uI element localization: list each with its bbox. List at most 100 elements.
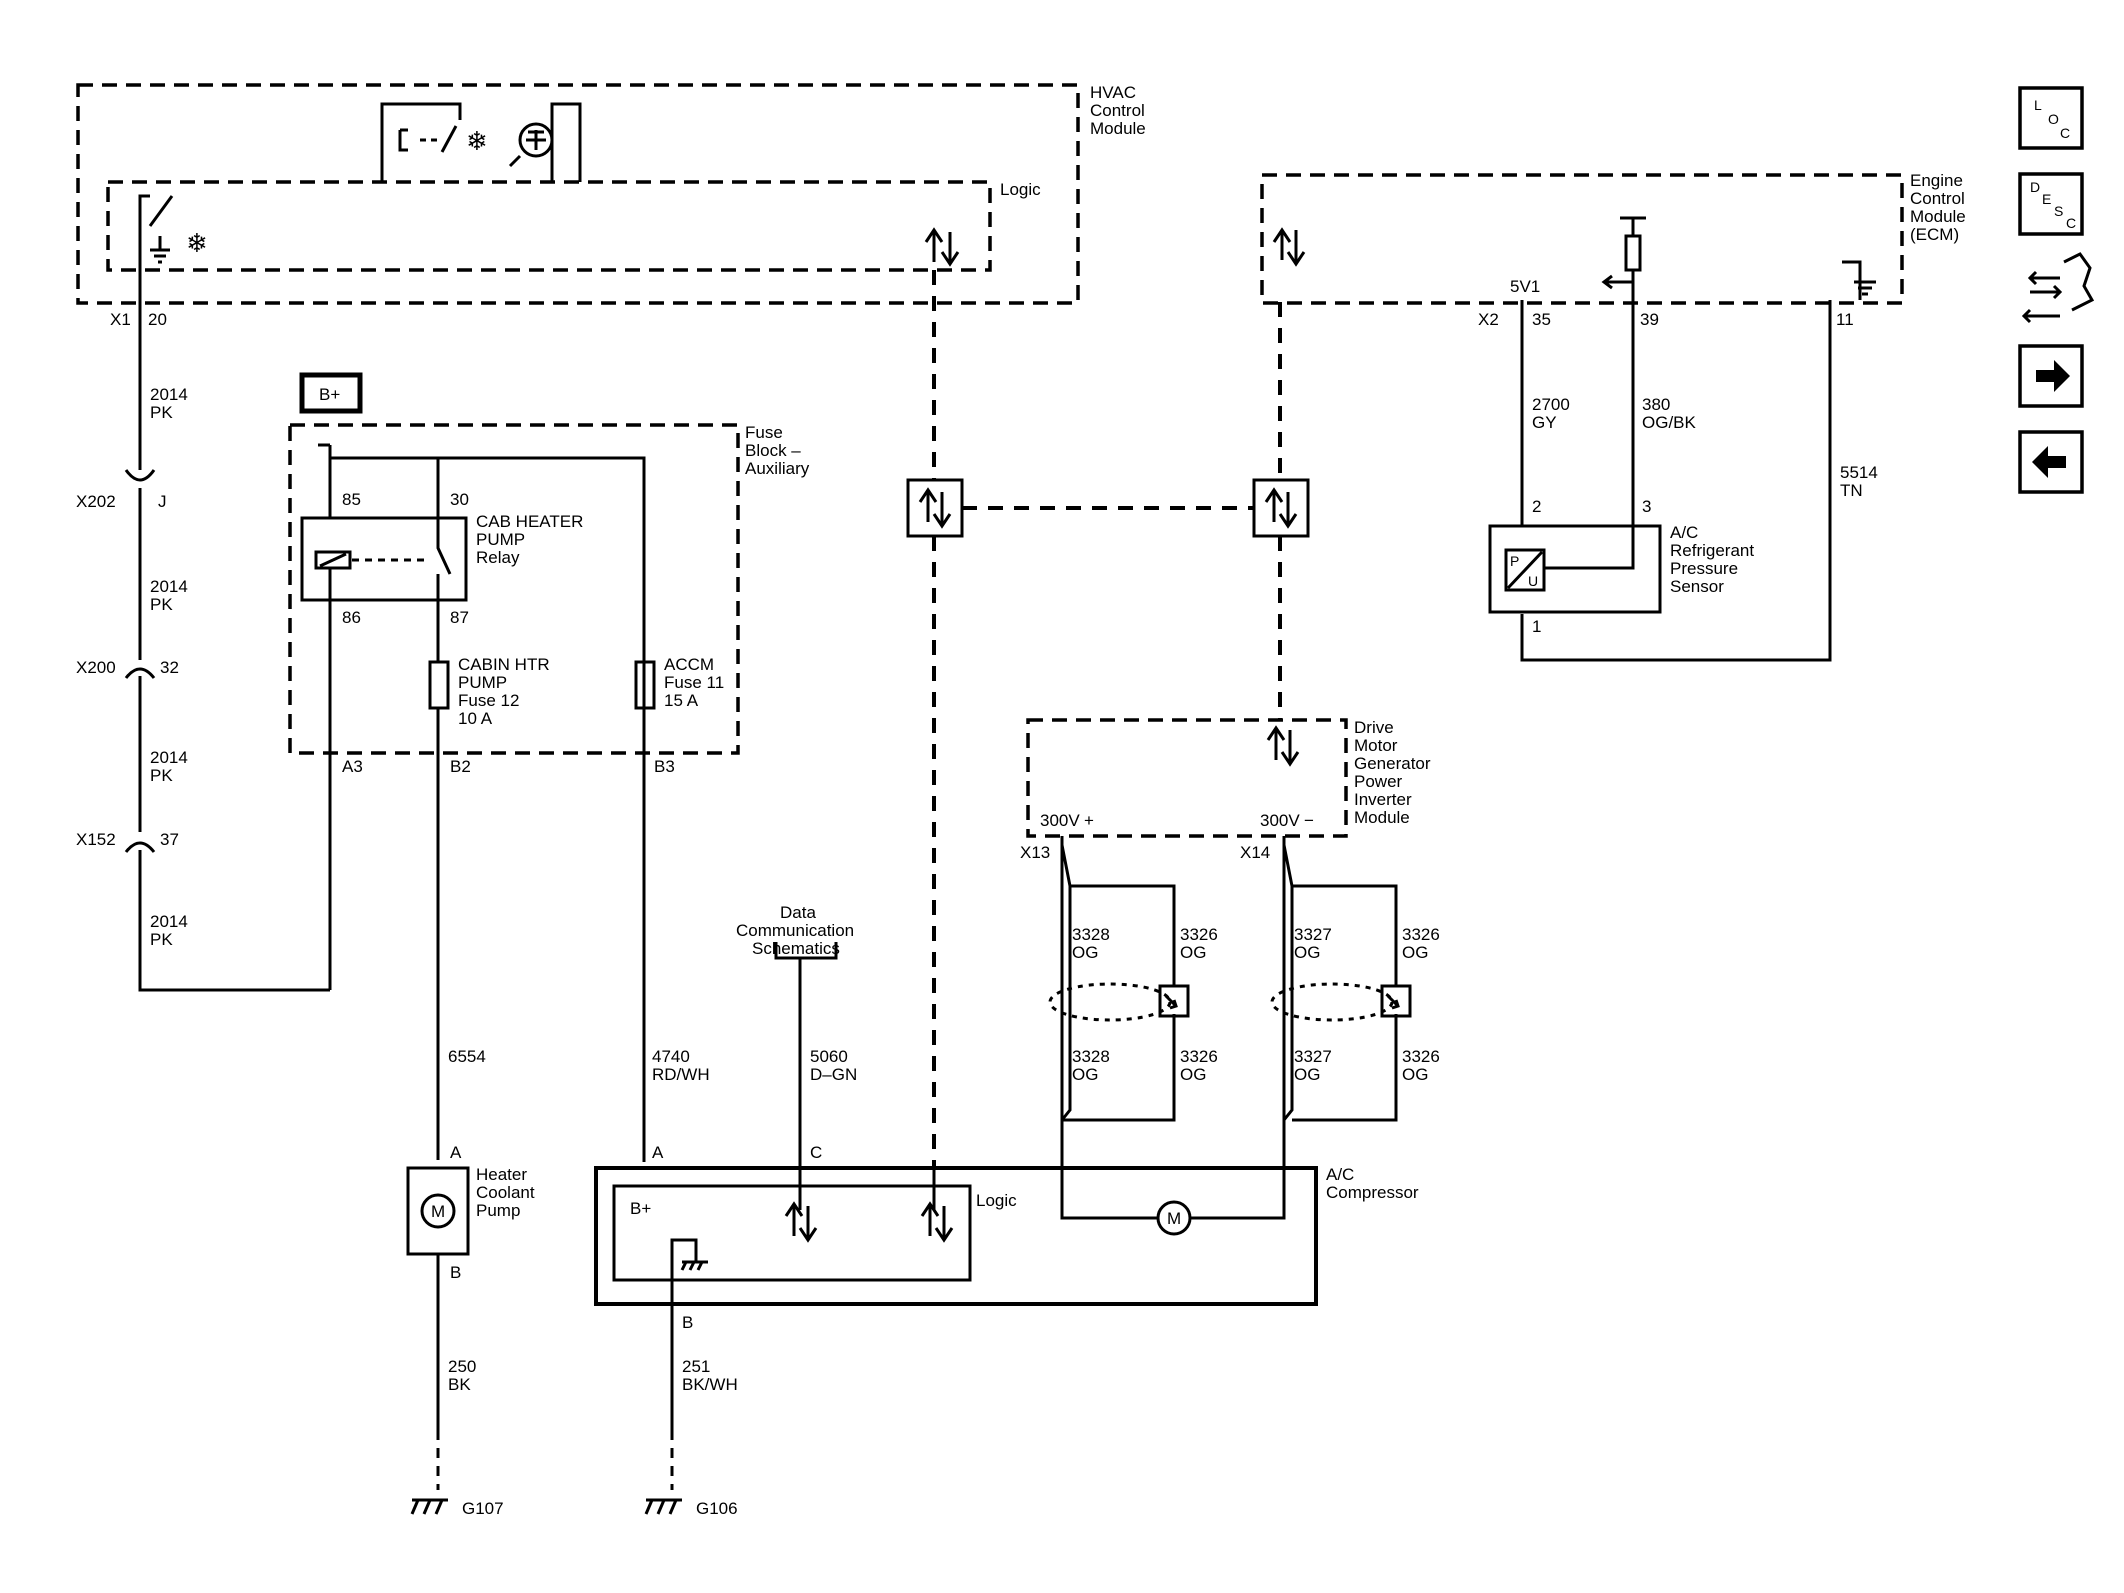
pin-a3: A3 [342,757,363,776]
relay-pin-87: 87 [450,608,469,627]
wire-3327-a-color: OG [1294,943,1320,962]
x13-connector: X13 [1020,843,1050,862]
compressor-label-2: Compressor [1326,1183,1419,1202]
ecm-5v-label: 5V1 [1510,277,1540,296]
svg-text:D: D [2030,179,2040,195]
wire-3327-b-num: 3327 [1294,1047,1332,1066]
wire-2014-d-num: 2014 [150,912,188,931]
relay-pin-30: 30 [450,490,469,509]
wire-3326-c-color: OG [1180,1065,1206,1084]
hvac-label-3: Module [1090,119,1146,138]
inverter-neg-sign: − [1304,811,1314,830]
data-junction-right-icon [1252,478,1310,538]
wire-3327-a-num: 3327 [1294,925,1332,944]
wire-5060-color: D–GN [810,1065,857,1084]
sensor-pin-1: 1 [1532,617,1541,636]
x14-connector: X14 [1240,843,1270,862]
comp-pin-b: B [682,1313,693,1332]
data-comm-wire [774,942,838,1168]
pin-b3: B3 [654,757,675,776]
x1-connector: X1 [110,310,131,329]
fuse11-label-3: 15 A [664,691,699,710]
comp-pin-c: C [810,1143,822,1162]
wire-3328-a-num: 3328 [1072,925,1110,944]
engine-control-module [1260,173,1904,305]
serial-data-lines [932,270,1282,1168]
motor-label: M [431,1202,445,1221]
wire-3326-a-num: 3326 [1180,925,1218,944]
sensor-pin-2: 2 [1532,497,1541,516]
compressor-logic-label: Logic [976,1191,1017,1210]
fuse12-label-1: CABIN HTR [458,655,550,674]
compressor-label-1: A/C [1326,1165,1354,1184]
inverter-label-5: Inverter [1354,790,1412,809]
hvac-ac-request-icon: ❄ [380,102,582,182]
relay-label-1: CAB HEATER [476,512,583,531]
relay-label-3: Relay [476,548,520,567]
svg-text:❄: ❄ [466,126,488,156]
heater-coolant-pump [406,1166,470,1490]
inverter-module [1026,718,1348,838]
data-comm-label-2: Communication [736,921,854,940]
relay-pin-85: 85 [342,490,361,509]
pump-pin-b: B [450,1263,461,1282]
wire-3326-a-color: OG [1180,943,1206,962]
fuse11-label-1: ACCM [664,655,714,674]
wire-2014-c-color: PK [150,766,173,785]
comp-pin-a: A [652,1143,664,1162]
compressor-motor: M [1167,1209,1181,1228]
wire-2014-a-num: 2014 [150,385,188,404]
connector-x152 [124,841,156,853]
wire-3326-b-num: 3326 [1402,925,1440,944]
wire-251-color: BK/WH [682,1375,738,1394]
hvac-label-2: Control [1090,101,1145,120]
svg-text:C: C [2066,215,2076,231]
x2-pin-39: 39 [1640,310,1659,329]
prev-page-button[interactable] [2018,430,2084,494]
fuse12-label-2: PUMP [458,673,507,692]
wire-2014 [138,302,330,992]
hvac-data-arrows-icon [924,227,960,267]
compressor-bplus: B+ [630,1199,651,1218]
heater-pump-label-3: Pump [476,1201,520,1220]
wire-2014-d-color: PK [150,930,173,949]
ac-pressure-sensor [1488,524,1662,614]
connector-service-icon[interactable] [2021,252,2095,324]
desc-button[interactable]: D E S C [2018,172,2084,236]
relay-label-2: PUMP [476,530,525,549]
loc-button[interactable]: L O C [2018,86,2084,150]
next-page-button[interactable] [2018,344,2084,408]
wire-2014-b-color: PK [150,595,173,614]
sensor-pin-3: 3 [1642,497,1651,516]
ac-compressor [594,1120,1318,1340]
x200-pin: 32 [160,658,179,677]
x152-pin: 37 [160,830,179,849]
heater-pump-label-2: Coolant [476,1183,535,1202]
sensor-label-1: A/C [1670,523,1698,542]
wire-4740-num: 4740 [652,1047,690,1066]
wire-2014-b-num: 2014 [150,577,188,596]
pin-b2: B2 [450,757,471,776]
x202-pin: J [158,492,167,511]
sensor-p: P [1510,553,1519,569]
fuse-block-auxiliary [288,423,740,1162]
inverter-pos-sign: + [1084,811,1094,830]
fuse-block-label-2: Block – [745,441,801,460]
wire-250-color: BK [448,1375,471,1394]
ground-g106: G106 [696,1499,738,1518]
inverter-label-3: Generator [1354,754,1431,773]
data-comm-label-1: Data [780,903,816,922]
ground-g107-icon [410,1498,448,1515]
x200-connector: X200 [76,658,116,677]
data-junction-left-icon [906,478,964,538]
wire-3326-d-num: 3326 [1402,1047,1440,1066]
wire-5060-num: 5060 [810,1047,848,1066]
wire-251 [644,1340,682,1515]
ground-g107: G107 [462,1499,504,1518]
hvac-logic-label: Logic [1000,180,1041,199]
wire-3326-b-color: OG [1402,943,1428,962]
svg-text:E: E [2042,191,2051,207]
ecm-label-1: Engine [1910,171,1963,190]
hv-cables [1048,836,1412,1122]
